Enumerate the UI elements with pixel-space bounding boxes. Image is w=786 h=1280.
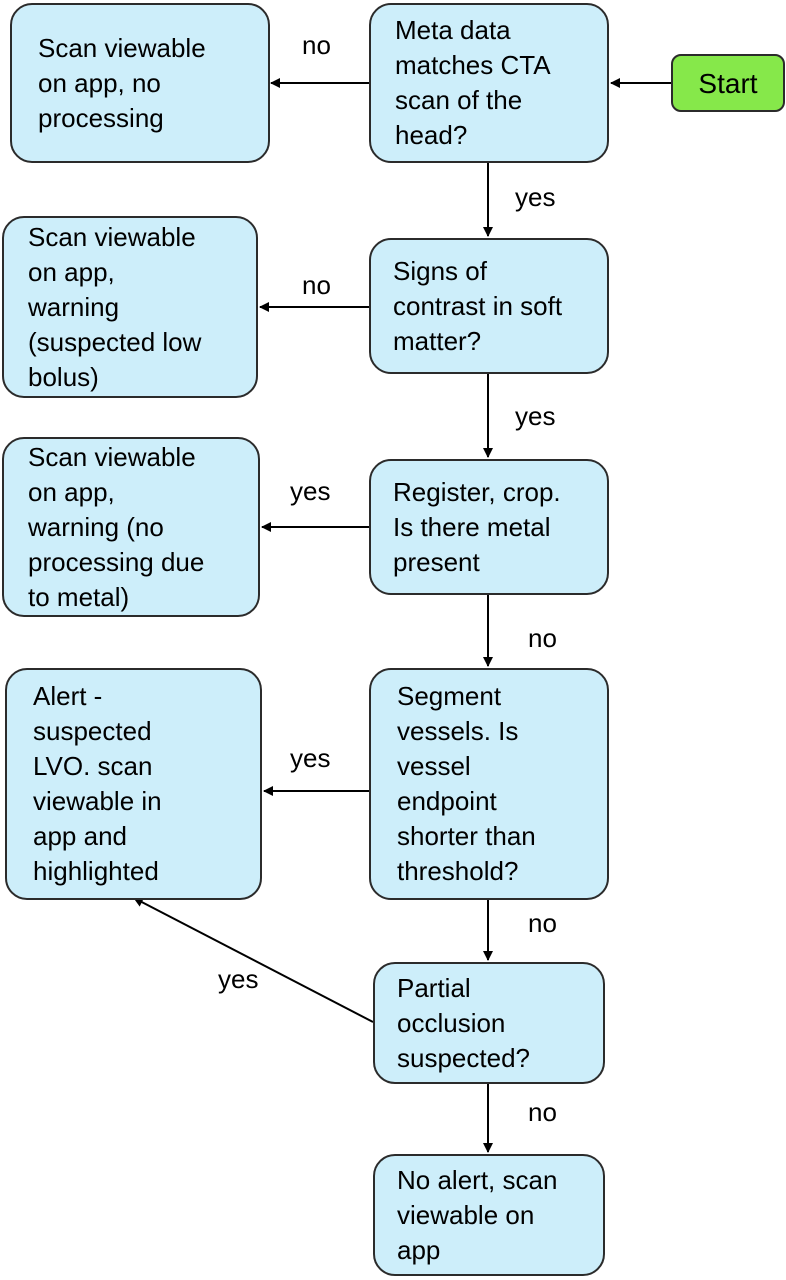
no-alert-node: No alert, scan viewable on app (373, 1154, 605, 1276)
edge-label-meta-yes: yes (515, 182, 556, 212)
vessel-check-node: Segment vessels. Is vessel endpoint shor… (369, 668, 609, 900)
edge-label-metal-no: no (528, 623, 557, 653)
edge-label-vessel-no: no (528, 908, 557, 938)
arrow-partial-yes (133, 897, 374, 1023)
contrast-check-node: Signs of contrast in soft matter? (369, 238, 609, 374)
no-processing-node: Scan viewable on app, no processing (10, 3, 270, 163)
edge-label-vessel-yes: yes (290, 743, 331, 773)
partial-check-node: Partial occlusion suspected? (373, 962, 605, 1084)
edge-label-metal-yes: yes (290, 476, 331, 506)
lvo-alert-node: Alert - suspected LVO. scan viewable in … (5, 668, 262, 900)
metal-warning-node: Scan viewable on app, warning (no proces… (2, 437, 260, 617)
edge-label-partial-yes: yes (218, 964, 259, 994)
metal-check-node: Register, crop. Is there metal present (369, 459, 609, 595)
edge-label-partial-no: no (528, 1097, 557, 1127)
start-node: Start (671, 54, 785, 112)
low-bolus-node: Scan viewable on app, warning (suspected… (2, 216, 258, 398)
meta-check-node: Meta data matches CTA scan of the head? (369, 3, 609, 163)
edge-label-meta-no: no (302, 30, 331, 60)
edge-label-contrast-no: no (302, 270, 331, 300)
edge-label-contrast-yes: yes (515, 401, 556, 431)
